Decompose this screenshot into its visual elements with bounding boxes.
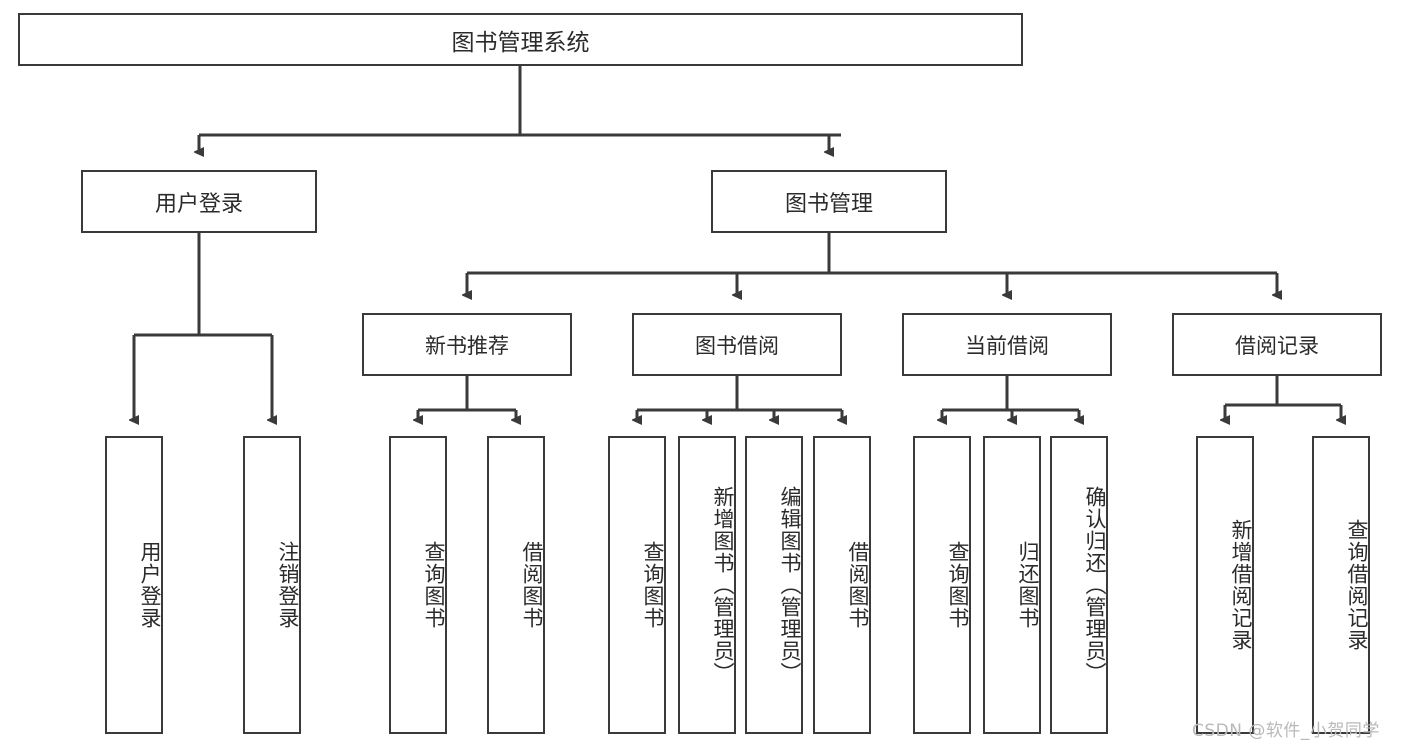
leaf-borrow-record-query-record[interactable]: 查询借阅记录	[1312, 436, 1370, 734]
leaf-borrow-record-add-record[interactable]: 新增借阅记录	[1196, 436, 1254, 734]
node-label: 当前借阅	[965, 333, 1049, 358]
node-user-login[interactable]: 用户登录	[81, 170, 317, 233]
leaf-new-book-query-book[interactable]: 查询图书	[389, 436, 447, 734]
node-label: 图书管理系统	[451, 29, 590, 56]
node-borrow-record[interactable]: 借阅记录	[1172, 313, 1382, 376]
node-label: 确认归还（管理员）	[1083, 486, 1107, 684]
node-label: 用户登录	[138, 541, 162, 629]
node-book-management[interactable]: 图书管理	[711, 170, 947, 233]
node-new-book-recommend[interactable]: 新书推荐	[362, 313, 572, 376]
leaf-current-borrow-query-book[interactable]: 查询图书	[913, 436, 971, 734]
node-root-book-management-system[interactable]: 图书管理系统	[18, 13, 1023, 66]
leaf-book-borrow-borrow-book[interactable]: 借阅图书	[813, 436, 871, 734]
node-label: 新书推荐	[425, 333, 509, 358]
node-label: 借阅图书	[520, 541, 544, 629]
node-label: 新增借阅记录	[1229, 519, 1253, 651]
node-label: 编辑图书（管理员）	[778, 486, 802, 684]
csdn-watermark: CSDN @软件_小贺同学	[1192, 721, 1380, 741]
node-label: 借阅图书	[846, 541, 870, 629]
leaf-logout[interactable]: 注销登录	[243, 436, 301, 734]
node-label: 查询图书	[641, 541, 665, 629]
leaf-book-borrow-add-book-admin[interactable]: 新增图书（管理员）	[678, 436, 736, 734]
node-current-borrow[interactable]: 当前借阅	[902, 313, 1112, 376]
node-label: 新增图书（管理员）	[711, 486, 735, 684]
node-label: 注销登录	[276, 541, 300, 629]
leaf-current-borrow-confirm-return-admin[interactable]: 确认归还（管理员）	[1050, 436, 1108, 734]
node-label: 图书借阅	[695, 333, 779, 358]
leaf-book-borrow-edit-book-admin[interactable]: 编辑图书（管理员）	[745, 436, 803, 734]
leaf-new-book-borrow-book[interactable]: 借阅图书	[487, 436, 545, 734]
node-label: 用户登录	[154, 191, 243, 217]
node-label: 查询借阅记录	[1345, 519, 1369, 651]
leaf-book-borrow-query-book[interactable]: 查询图书	[608, 436, 666, 734]
leaf-user-login[interactable]: 用户登录	[105, 436, 163, 734]
node-book-borrow[interactable]: 图书借阅	[632, 313, 842, 376]
node-label: 查询图书	[422, 541, 446, 629]
node-label: 借阅记录	[1235, 333, 1319, 358]
node-label: 查询图书	[946, 541, 970, 629]
node-label: 归还图书	[1016, 541, 1040, 629]
node-label: 图书管理	[784, 191, 873, 217]
leaf-current-borrow-return-book[interactable]: 归还图书	[983, 436, 1041, 734]
